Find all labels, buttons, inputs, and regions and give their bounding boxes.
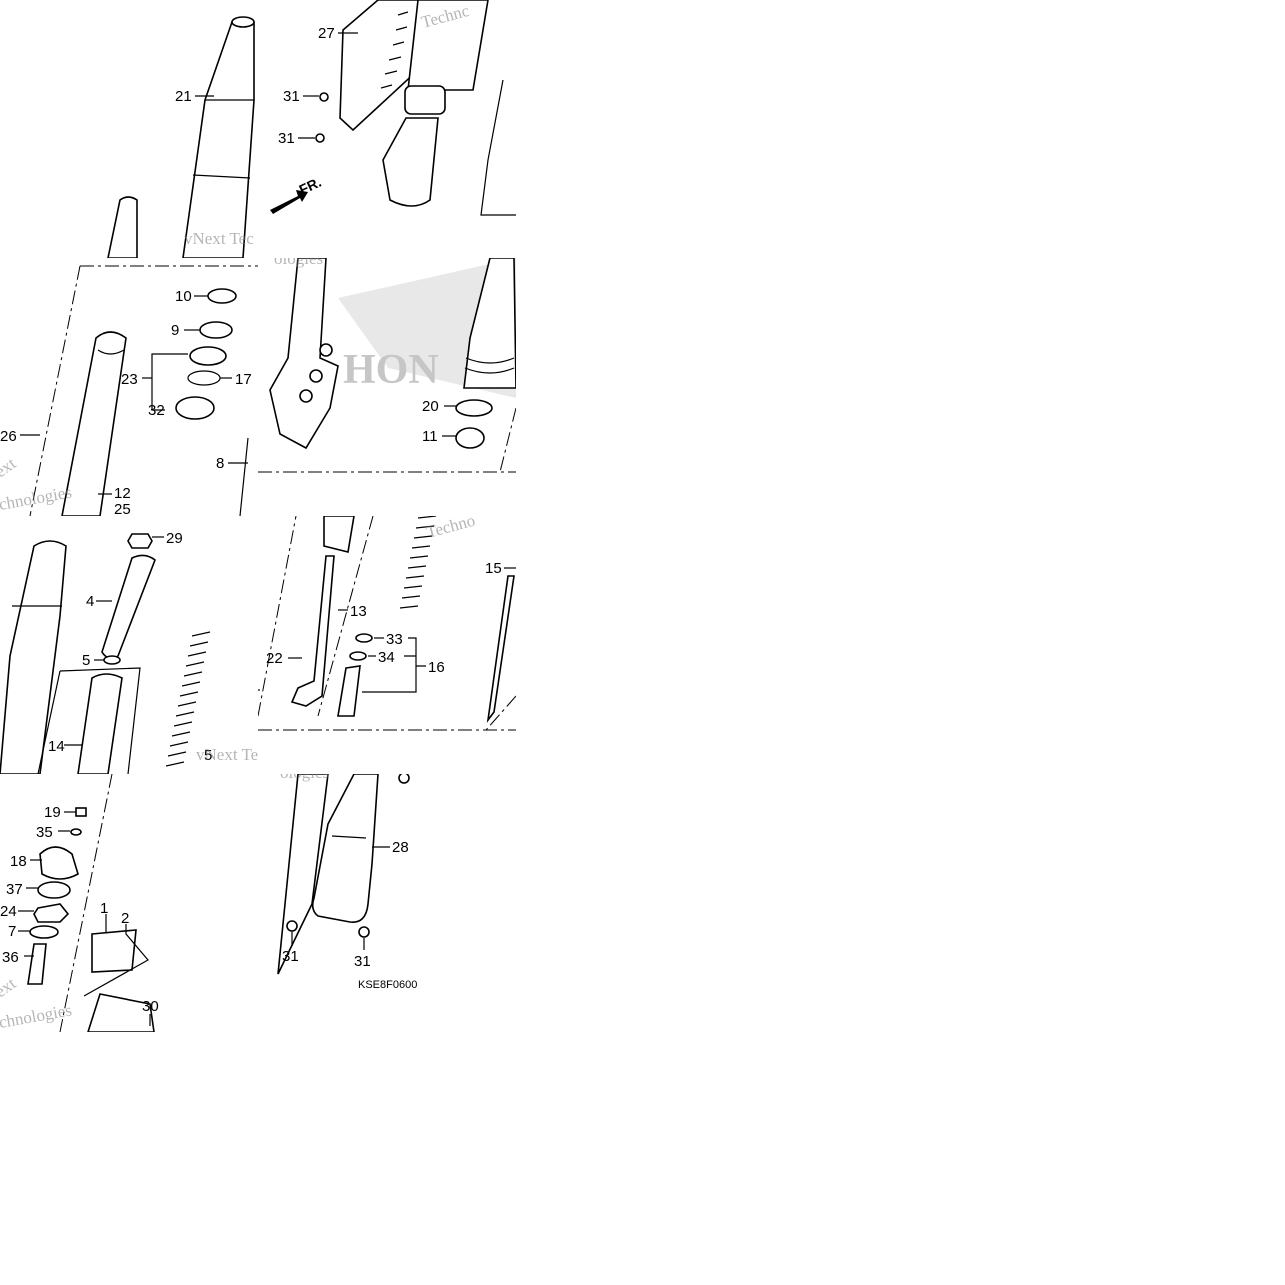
callout-30: 30 [142,998,159,1015]
watermark-text: chnologies [0,482,73,514]
watermark-text: vNext Tec [184,229,254,248]
callout-26: 26 [0,428,17,445]
fork-clamp [91,929,137,973]
watermark-text: vNext Tec [196,745,258,764]
callout-25: 25 [114,501,131,516]
diagram-tile-fork-cap: 19 35 18 37 24 7 36 1 2 30 [0,774,258,1032]
callout-5: 5 [82,652,90,669]
callout-1: 1 [100,900,108,917]
callout-18: 18 [10,853,27,870]
callout-11: 11 [422,428,438,445]
callout-8: 8 [216,455,224,472]
callout-31: 31 [283,88,300,105]
callout-19: 19 [44,804,61,821]
callout-32: 32 [148,402,165,419]
watermark-text: ext [0,454,20,482]
callout-24: 24 [0,903,17,920]
watermark-text: ext [0,974,20,1002]
callout-22: 22 [266,650,283,667]
callout-27: 27 [318,25,335,42]
diagram-code: KSE8F0600 [358,979,417,991]
fork-guard [339,0,429,132]
callout-31: 31 [278,130,295,147]
callout-31: 31 [282,948,299,965]
callout-23: 23 [121,371,138,388]
inner-tube [61,331,127,516]
callout-33: 33 [386,631,403,648]
diagram-tile-fork-guard-right: 28 31 31 KSE8F0600 ologies [258,774,516,1032]
callout-10: 10 [175,288,192,305]
callout-34: 34 [378,649,395,666]
callout-21: 21 [175,88,192,105]
fork-outer-tube [182,17,255,258]
front-direction-arrow-icon [270,190,308,214]
diagram-tile-fork-guard: 27 31 31 FR. Technc [258,0,516,258]
callout-2: 2 [121,910,129,927]
callout-5: 5 [204,747,212,764]
callout-16: 16 [428,659,445,676]
watermark-text: Techno [424,516,477,542]
callout-36: 36 [2,949,19,966]
diagram-tile-seals: 10 9 23 17 32 26 12 25 8 ext chnologies [0,258,258,516]
callout-4: 4 [86,593,94,610]
diagram-tile-fork-tube: 21 vNext Tec [0,0,258,258]
watermark-text: ologies [280,774,329,782]
callout-14: 14 [48,738,65,755]
callout-37: 37 [6,881,23,898]
diagram-tile-damper: 13 33 34 16 22 6 15 Techno [258,516,516,774]
fork-spring-upper [399,516,437,609]
watermark-text: ologies [274,258,323,268]
callout-35: 35 [36,824,53,841]
callout-20: 20 [422,398,439,415]
callout-13: 13 [350,603,367,620]
fork-spring [165,631,211,767]
callout-29: 29 [166,530,183,547]
callout-9: 9 [171,322,179,339]
damper-rod [290,555,335,707]
diagram-tile-spring: 29 4 5 14 5 vNext Tec [0,516,258,774]
watermark-text: chnologies [0,1000,73,1032]
callout-17: 17 [235,371,252,388]
outer-tube-lower [0,540,67,774]
callout-31: 31 [354,953,371,970]
callout-7: 7 [8,923,16,940]
diagram-tile-bottom-case: HON 20 11 ologies [258,258,516,516]
direction-label: FR. [297,174,324,198]
callout-28: 28 [392,839,409,856]
callout-12: 12 [114,485,131,502]
callout-15: 15 [485,560,502,577]
honda-logo-watermark: HON [343,347,439,393]
spacer [101,554,156,660]
fork-bottom-case [269,258,339,450]
fork-cap-bolt [39,846,79,880]
